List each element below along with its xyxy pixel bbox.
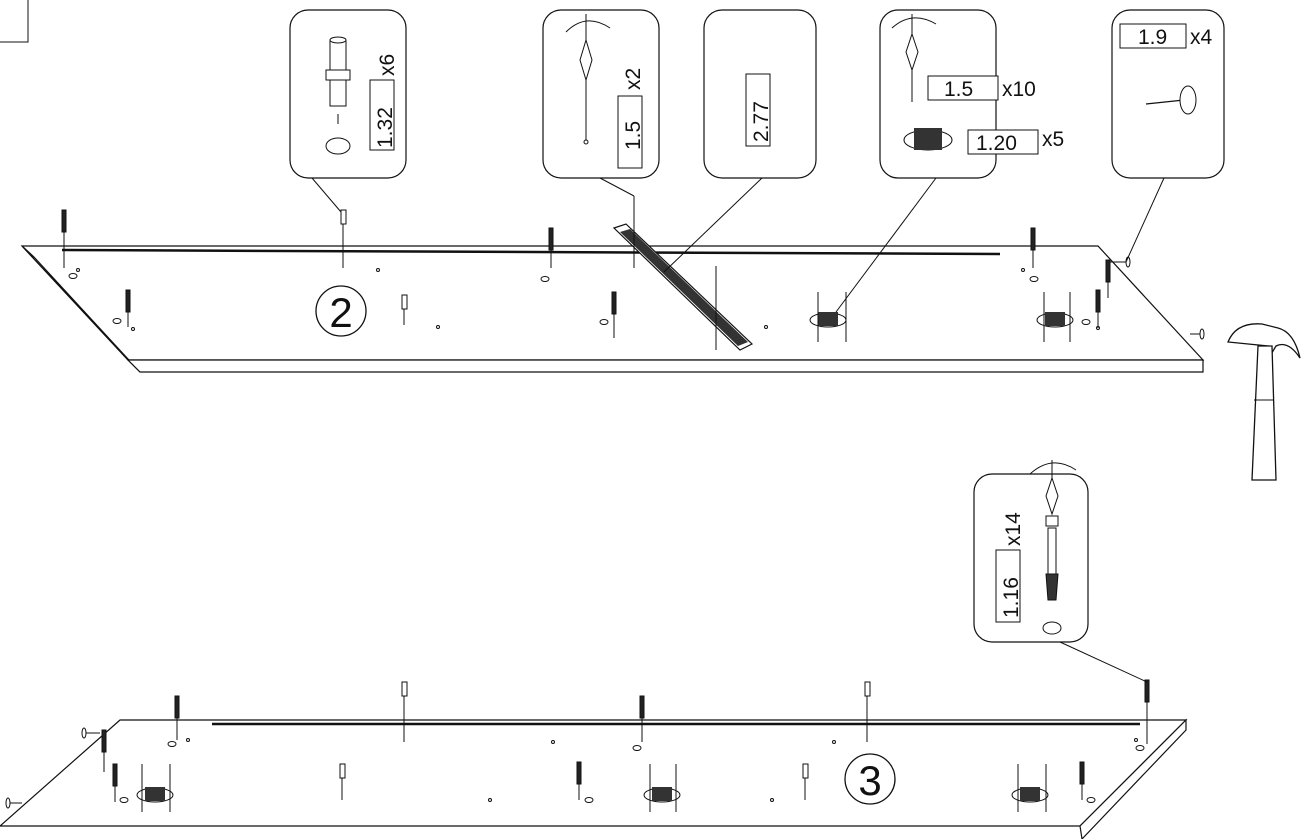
drawer-rail-icon xyxy=(612,196,754,351)
screwdriver-icon xyxy=(891,14,937,102)
rail-screw-code-box xyxy=(617,95,643,169)
dowel-code-box xyxy=(369,79,395,151)
screw-code-box xyxy=(927,75,999,101)
connector-icon xyxy=(903,128,953,151)
cam-bolt-code: 1.16 xyxy=(1000,577,1023,618)
connector-icon xyxy=(809,292,1074,342)
screwdriver-icon xyxy=(565,14,611,145)
hammer-icon xyxy=(1227,323,1301,481)
step-number-2: 2 xyxy=(329,289,352,336)
page-corner-frame xyxy=(0,0,29,43)
connector-code-box xyxy=(967,129,1039,155)
rail-screw-code: 1.5 xyxy=(622,121,645,150)
dowel-icon xyxy=(325,36,351,155)
connector-code: 1.20 xyxy=(976,132,1017,155)
nail-code-box xyxy=(1119,23,1187,49)
rail-code: 2.77 xyxy=(750,101,773,142)
connector-qty: x5 xyxy=(1042,128,1064,151)
rail-screw-qty: x2 xyxy=(622,68,645,90)
dowel-qty: x6 xyxy=(376,54,399,76)
callout-cam-bolt xyxy=(973,473,1089,643)
screwdriver-icon xyxy=(1029,460,1077,516)
panel-step3 xyxy=(0,679,1188,839)
connector-icon xyxy=(136,764,1049,812)
screw-code: 1.5 xyxy=(944,78,973,101)
cam-bolt-qty: x14 xyxy=(1002,512,1025,546)
nail-qty: x4 xyxy=(1190,26,1213,49)
cam-bolt-code-box xyxy=(995,549,1021,623)
nail-code: 1.9 xyxy=(1138,26,1167,49)
callout-nail xyxy=(1111,9,1225,179)
dowel-code: 1.32 xyxy=(374,107,397,148)
screw-qty: x10 xyxy=(1002,78,1036,101)
step-circle-3 xyxy=(844,753,896,805)
step-number-3: 3 xyxy=(858,757,881,804)
panel-step2 xyxy=(20,196,1205,373)
nail-icon xyxy=(1145,85,1197,115)
step-circle-2 xyxy=(315,285,367,337)
rail-code-box xyxy=(745,73,771,147)
cam-bolt-icon xyxy=(1042,515,1062,635)
